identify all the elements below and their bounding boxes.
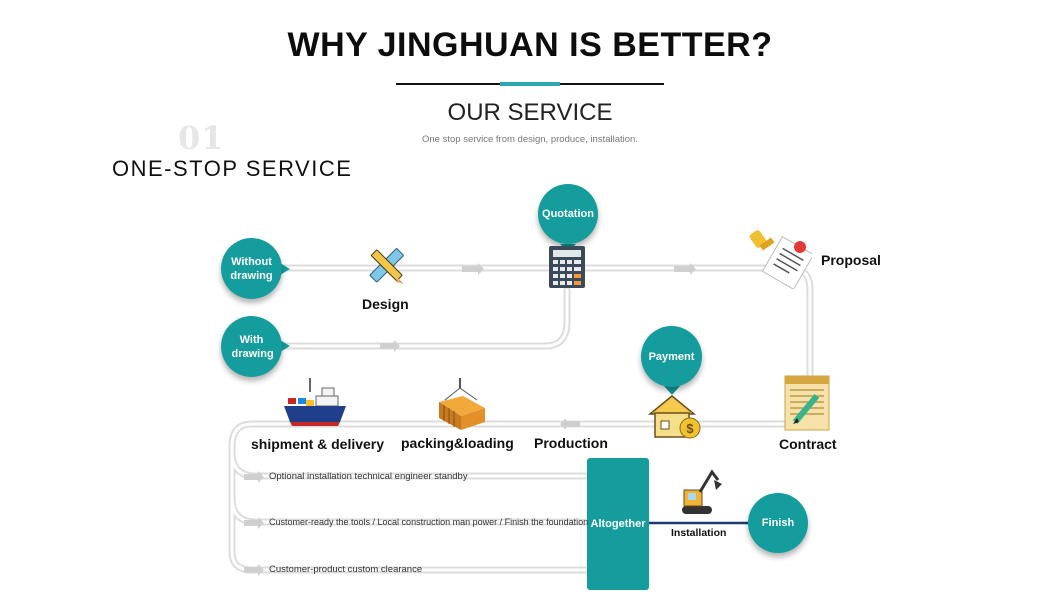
altogether-box: Altogether (587, 458, 649, 590)
excavator-icon (682, 469, 722, 514)
quotation-circle: Quotation (538, 184, 598, 244)
without-drawing-circle: Without drawing (221, 238, 282, 299)
shipment-label: shipment & delivery (251, 436, 385, 452)
top-path (278, 264, 814, 404)
with-drawing-circle: With drawing (221, 316, 282, 377)
contract-label: Contract (779, 436, 837, 452)
design-label: Design (362, 296, 409, 312)
installation-label: Installation (671, 527, 727, 539)
finish-circle: Finish (748, 493, 808, 553)
arrow-right (380, 340, 400, 352)
packing-label: packing&loading (401, 435, 514, 451)
option-2: Customer-ready the tools / Local constru… (269, 517, 589, 527)
arrow-right (244, 471, 264, 483)
arrow-right (244, 564, 264, 576)
arrow-left (560, 418, 580, 430)
production-label: Production (534, 435, 608, 451)
payment-circle: Payment (641, 326, 702, 387)
container-crane-icon (439, 378, 485, 430)
stamp-document-icon (749, 230, 812, 289)
arrow-right (674, 263, 696, 275)
arrow-right (244, 517, 264, 529)
svg-text:$: $ (686, 421, 694, 436)
arrow-right (462, 263, 484, 275)
calculator-icon (549, 246, 585, 288)
proposal-label: Proposal (821, 252, 881, 268)
page-title: WHY JINGHUAN IS BETTER? (287, 26, 773, 64)
section-number: 01 (178, 119, 225, 157)
option-3: Customer-product custom clearance (269, 564, 423, 575)
one-stop-heading: ONE-STOP SERVICE (112, 156, 353, 181)
section-title: OUR SERVICE (447, 99, 613, 126)
title-divider-accent (500, 82, 560, 86)
cargo-ship-icon (284, 378, 346, 426)
contract-pen-icon (784, 375, 830, 431)
ruler-pencil-icon (369, 248, 404, 284)
house-money-icon: $ (648, 395, 701, 439)
section-subtitle: One stop service from design, produce, i… (422, 134, 638, 145)
with-drawing-path (278, 286, 571, 350)
option-1: Optional installation technical engineer… (269, 471, 468, 482)
